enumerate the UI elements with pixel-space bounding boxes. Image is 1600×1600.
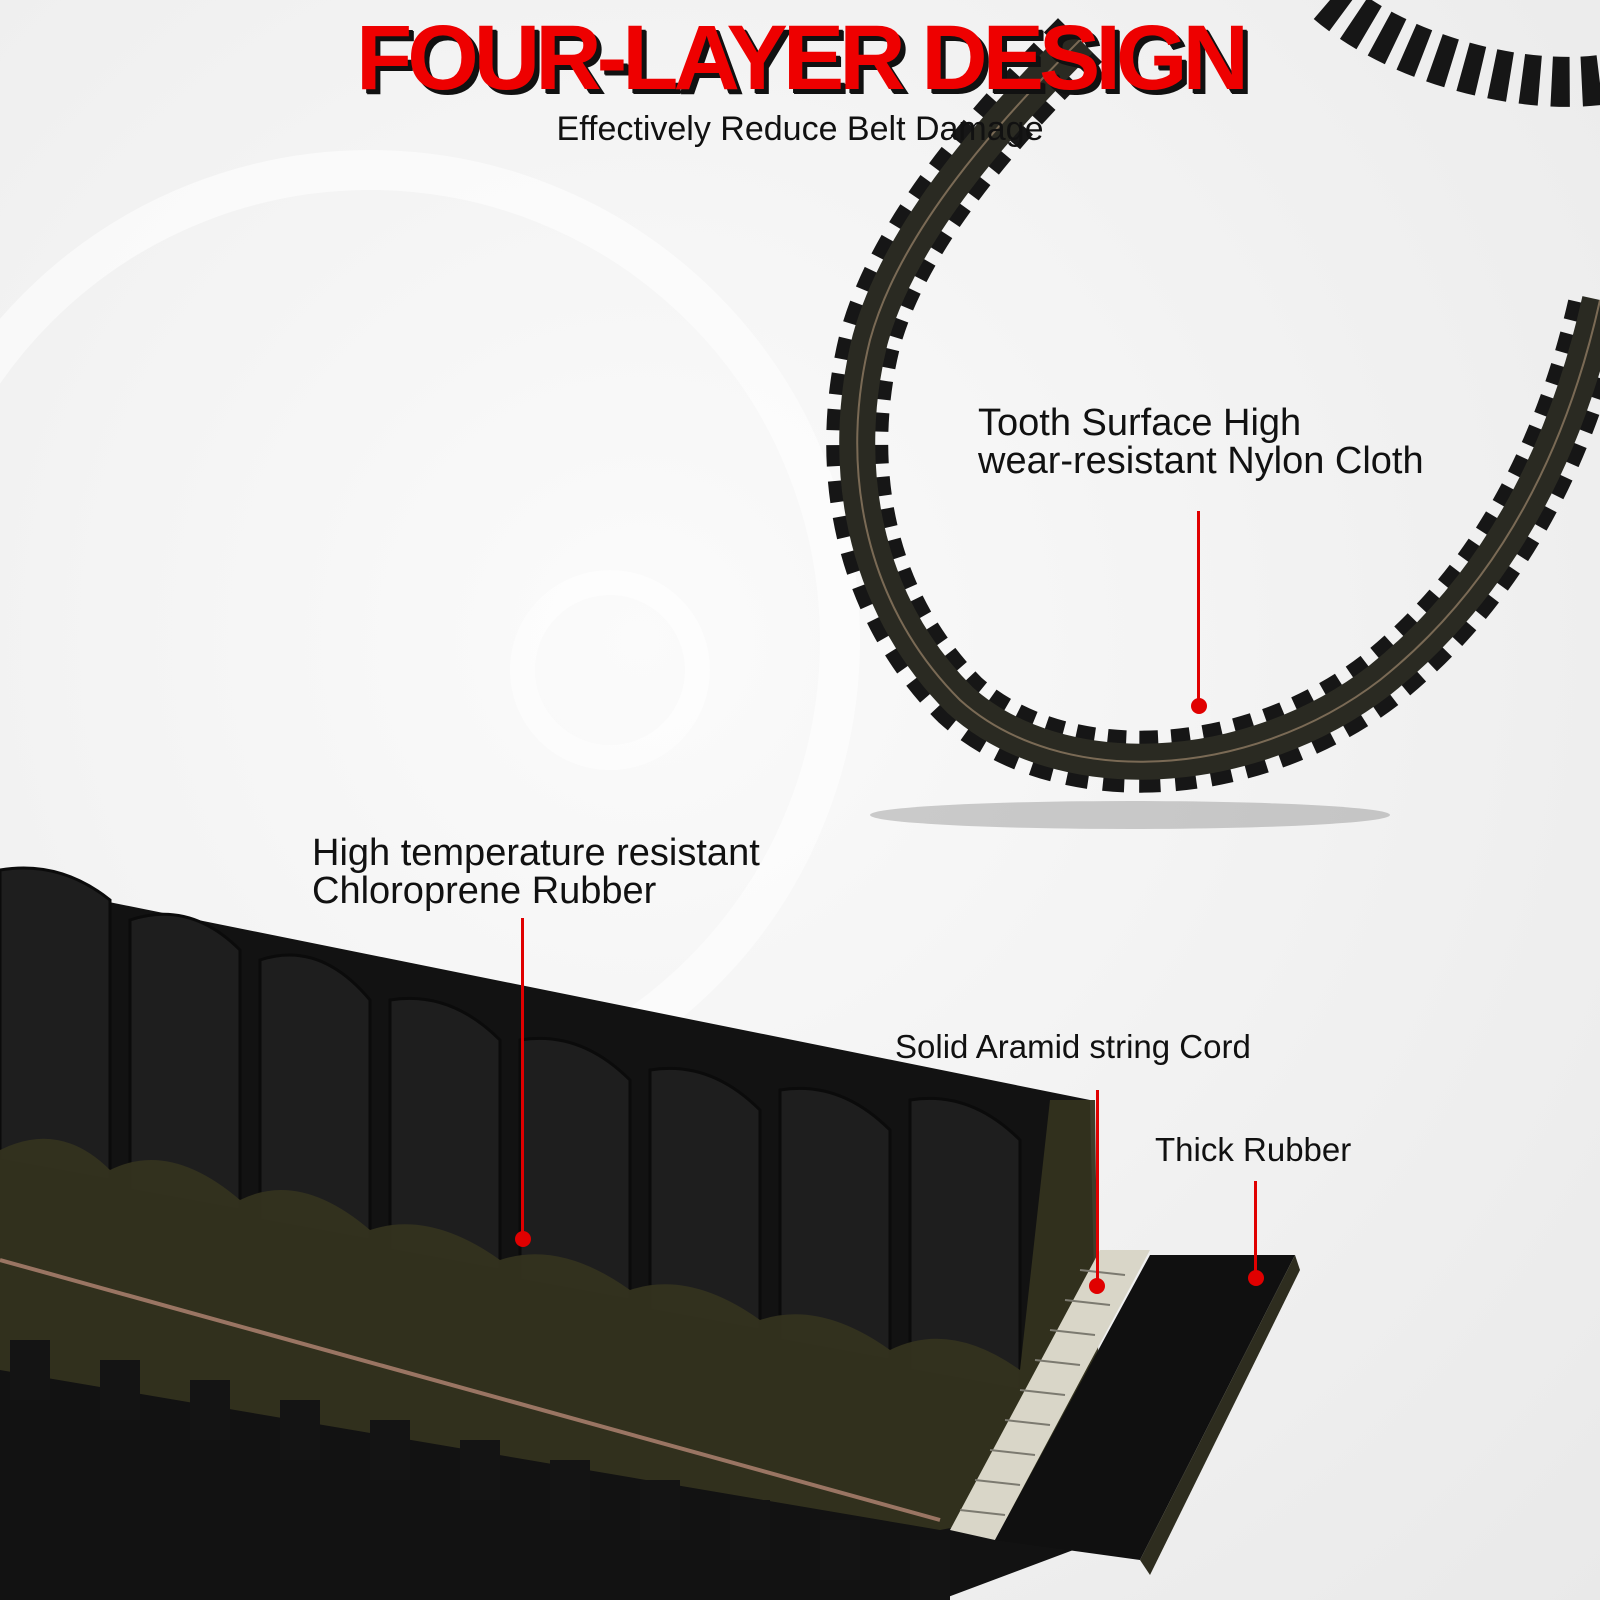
page-title: FOUR-LAYER DESIGN	[356, 7, 1249, 109]
callout-line1: High temperature resistant	[312, 832, 760, 874]
callout-line1: Solid Aramid string Cord	[895, 1028, 1251, 1065]
leader-dot	[1191, 698, 1207, 714]
leader-dot	[515, 1231, 531, 1247]
callout-line1: Thick Rubber	[1155, 1131, 1352, 1168]
callout-thick-rubber: Thick Rubber	[1155, 1131, 1351, 1169]
leader-dot	[1248, 1270, 1264, 1286]
page-subtitle: Effectively Reduce Belt Damage	[556, 110, 1044, 148]
belt-cross-section	[0, 866, 1300, 1600]
leader-line	[1254, 1181, 1257, 1281]
callout-aramid-cord: Solid Aramid string Cord	[895, 1028, 1251, 1066]
leader-line	[521, 918, 524, 1238]
callout-line2: Chloroprene Rubber	[312, 870, 657, 912]
callout-chloroprene-rubber: High temperature resistant Chloroprene R…	[312, 834, 760, 910]
leader-line	[1197, 511, 1200, 706]
callout-line1: Tooth Surface High	[978, 402, 1302, 444]
callout-nylon-cloth: Tooth Surface High wear-resistant Nylon …	[978, 404, 1424, 480]
callout-line2: wear-resistant Nylon Cloth	[978, 440, 1424, 482]
leader-dot	[1089, 1278, 1105, 1294]
coiled-belt	[826, 0, 1600, 829]
leader-line	[1096, 1090, 1099, 1290]
